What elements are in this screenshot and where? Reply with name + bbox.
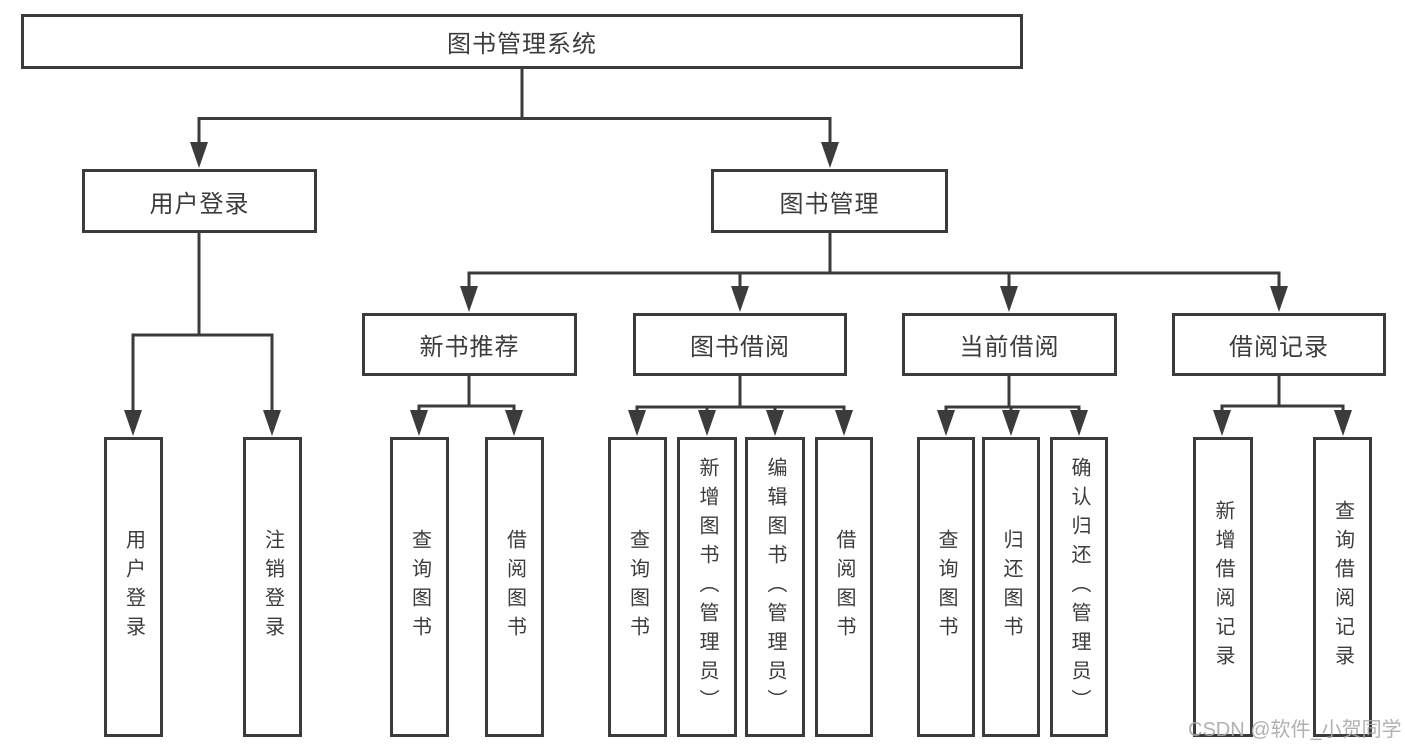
node-label: 图书管理 — [779, 190, 880, 218]
node-label: 借阅图书 — [503, 529, 526, 645]
leaf-borrow-books-recommend: 借阅图书 — [485, 437, 544, 737]
leaf-query-books-borrowing: 查询图书 — [608, 437, 667, 737]
node-borrowing-records: 借阅记录 — [1172, 313, 1386, 376]
leaf-query-books-current: 查询图书 — [917, 437, 975, 737]
leaf-query-borrow-record: 查询借阅记录 — [1313, 437, 1372, 737]
node-label: 借阅记录 — [1229, 334, 1329, 361]
node-label: 当前借阅 — [959, 334, 1060, 361]
node-label: 确认归还（管理员） — [1068, 456, 1090, 718]
leaf-confirm-return-admin: 确认归还（管理员） — [1050, 437, 1108, 737]
leaf-query-books-recommend: 查询图书 — [390, 437, 449, 737]
leaf-borrow-books-borrowing: 借阅图书 — [815, 437, 873, 737]
node-label: 用户登录 — [122, 529, 145, 645]
leaf-user-login: 用户登录 — [104, 437, 163, 737]
node-book-management: 图书管理 — [711, 169, 948, 233]
node-user-login: 用户登录 — [82, 169, 317, 233]
node-label: 注销登录 — [261, 529, 284, 645]
leaf-add-borrow-record: 新增借阅记录 — [1193, 437, 1253, 737]
node-label: 图书借阅 — [690, 334, 790, 361]
node-label: 编辑图书（管理员） — [764, 456, 786, 718]
node-library-management-system: 图书管理系统 — [21, 14, 1023, 69]
node-label: 图书管理系统 — [447, 31, 597, 58]
node-label: 借阅图书 — [833, 529, 855, 645]
node-book-borrowing: 图书借阅 — [633, 313, 847, 376]
node-label: 新增借阅记录 — [1212, 500, 1234, 674]
csdn-watermark: CSDN @软件_小贺同学 — [1188, 719, 1402, 741]
leaf-return-books: 归还图书 — [982, 437, 1040, 737]
node-label: 用户登录 — [149, 190, 250, 218]
node-label: 查询借阅记录 — [1331, 500, 1354, 674]
node-label: 新书推荐 — [419, 334, 520, 361]
node-label: 归还图书 — [1000, 529, 1022, 645]
node-current-borrowing: 当前借阅 — [902, 313, 1117, 376]
node-new-book-recommendation: 新书推荐 — [362, 313, 577, 376]
leaf-logout: 注销登录 — [243, 437, 302, 737]
node-label: 查询图书 — [626, 529, 649, 645]
node-label: 查询图书 — [935, 529, 957, 645]
node-label: 新增图书（管理员） — [696, 456, 718, 718]
node-label: 查询图书 — [408, 529, 431, 645]
leaf-add-books-admin: 新增图书（管理员） — [677, 437, 737, 737]
leaf-edit-books-admin: 编辑图书（管理员） — [745, 437, 805, 737]
